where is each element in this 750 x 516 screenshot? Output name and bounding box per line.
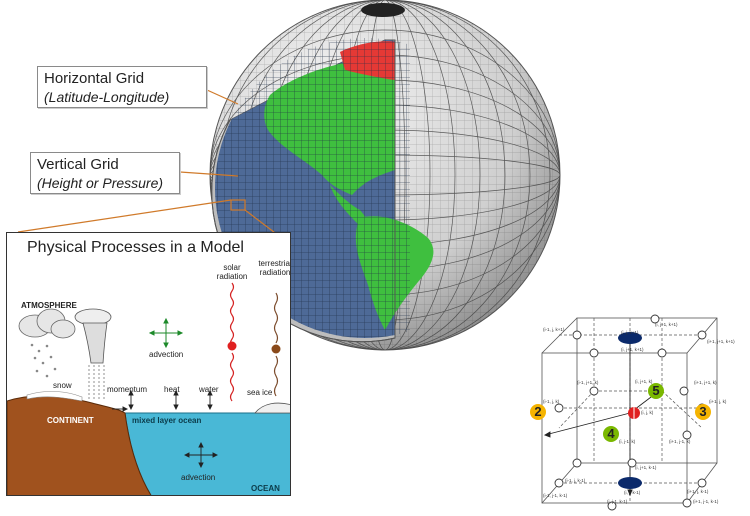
sea-ice-shape — [254, 402, 290, 414]
physical-processes-panel: Physical Processes in a Model ATMOSPHERE… — [6, 232, 291, 496]
cube-label: (i, j-1, k-1) — [607, 499, 628, 504]
advection-arrows-bottom — [183, 441, 219, 469]
cube-edges — [541, 317, 718, 504]
panel-title: Physical Processes in a Model — [27, 239, 244, 256]
cube-label: (i-1, j+1, k) — [577, 380, 599, 385]
momentum-label: momentum — [107, 385, 148, 394]
atmosphere-label: ATMOSPHERE — [21, 301, 77, 310]
cube-label: (i, j, k) — [641, 410, 654, 415]
vertical-grid-callout: Vertical Grid (Height or Pressure) — [30, 152, 180, 194]
heat-label: heat — [164, 385, 180, 394]
processes-drawing — [7, 282, 290, 495]
cube-label: (i-1, j, k+1) — [543, 327, 565, 332]
solar-radiation-wave — [227, 282, 237, 402]
cube-label: (i-1, j, k) — [543, 399, 560, 404]
cube-nodes — [554, 314, 707, 511]
node-number-3: 3 — [695, 404, 711, 420]
cube-label: (i, j, k+1) — [621, 330, 639, 335]
cube-label: (i, j-1, k) — [619, 439, 636, 444]
cube-label: (i+1, j, k) — [709, 399, 727, 404]
node-number-4: 4 — [603, 426, 619, 442]
cube-label: (i+1, j+1, k+1) — [707, 339, 735, 344]
water-label: water — [199, 385, 219, 394]
horizontal-grid-callout: Horizontal Grid (Latitude-Longitude) — [37, 66, 207, 108]
advection-arrows-top — [148, 317, 184, 349]
horizontal-grid-subtitle: (Latitude-Longitude) — [44, 89, 170, 105]
snow-cover — [26, 391, 83, 402]
snow-label: snow — [53, 381, 72, 390]
continent-area — [7, 395, 152, 495]
cube-drawing — [541, 314, 718, 511]
flux-arrows — [112, 389, 213, 412]
vertical-grid-title: Vertical Grid — [37, 156, 119, 173]
horizontal-grid-title: Horizontal Grid — [44, 70, 145, 87]
advection-top-label: advection — [149, 350, 184, 359]
node-number-5: 5 — [648, 383, 664, 399]
cube-label: (i, j+1, k-1) — [635, 465, 657, 470]
cube-arrows — [543, 333, 660, 497]
cube-label: (i, j, k-1) — [624, 490, 641, 495]
vertical-grid-subtitle: (Height or Pressure) — [37, 175, 164, 191]
continent-label: CONTINENT — [47, 416, 94, 425]
mixed-layer-label: mixed layer ocean — [132, 416, 202, 425]
cube-label: (i-1, j, k-1) — [565, 478, 586, 483]
grid-stencil-cube: 2 3 4 5 (i-1, j, k+1) (i, j+1, k+1) (i, … — [530, 313, 747, 513]
storm-cloud-icon — [74, 308, 112, 401]
cube-label: (i, j+1, k) — [635, 379, 653, 384]
cube-label: (i, j+1, k+1) — [621, 347, 644, 352]
cube-label: (i+1, j+1, k) — [694, 380, 717, 385]
cube-label: (i+1, j-1, k) — [669, 439, 691, 444]
cube-label: (i-1, j-1, k-1) — [543, 493, 568, 498]
solar-radiation-label: solar radiation — [216, 263, 248, 281]
node-number-2: 2 — [530, 404, 546, 420]
ocean-label: OCEAN — [251, 484, 280, 493]
advection-bottom-label: advection — [181, 473, 216, 482]
cube-label: (i+1, j-1, k-1) — [693, 499, 719, 504]
bottom-flux-marker — [618, 477, 642, 489]
top-flux-marker — [618, 332, 642, 344]
cube-label: (i+1, j, k-1) — [687, 489, 709, 494]
terrestrial-radiation-wave — [271, 292, 281, 397]
terrestrial-radiation-label: terrestrial radiation — [258, 259, 291, 277]
sea-ice-label: sea ice — [247, 388, 273, 397]
cloud-icon — [18, 308, 76, 378]
cube-label: (i, j+1, k+1) — [655, 322, 678, 327]
